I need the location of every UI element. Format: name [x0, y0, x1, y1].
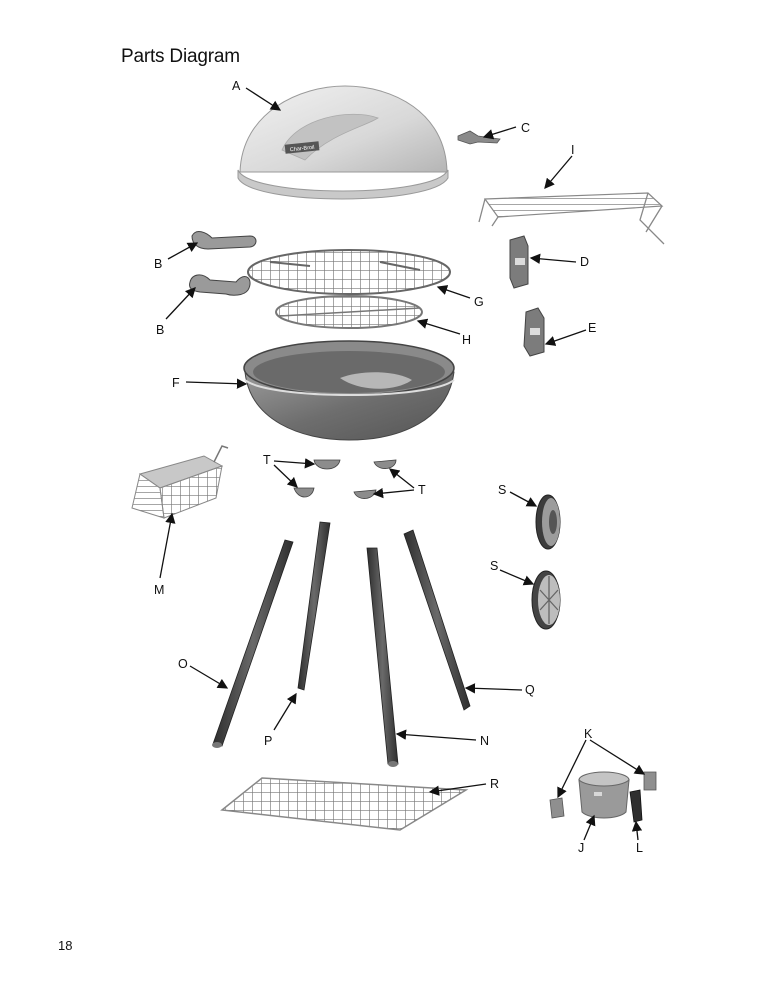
callout-s-upper: S — [498, 483, 506, 497]
callout-n: N — [480, 734, 489, 748]
part-leg-n — [366, 547, 399, 767]
part-brackets-k — [549, 771, 657, 819]
part-lid: Char-Broil — [237, 85, 449, 200]
callout-r: R — [490, 777, 499, 791]
callout-l: L — [636, 841, 643, 855]
callout-t-left: T — [263, 453, 271, 467]
callout-s-lower: S — [490, 559, 498, 573]
part-ash-basket — [131, 445, 229, 519]
callout-o: O — [178, 657, 188, 671]
part-charcoal-grate — [275, 295, 423, 329]
callout-c: C — [521, 121, 530, 135]
callout-j: J — [578, 841, 584, 855]
part-bowl — [243, 340, 455, 441]
callout-e: E — [588, 321, 596, 335]
callout-i: I — [571, 143, 574, 157]
part-bracket-e — [523, 307, 545, 357]
callout-g: G — [474, 295, 484, 309]
callout-a: A — [232, 79, 241, 93]
part-wheel-lower — [531, 570, 561, 630]
page-title: Parts Diagram — [121, 46, 240, 67]
callout-m: M — [154, 583, 164, 597]
part-cooking-grate — [247, 249, 451, 295]
part-leg-o — [212, 539, 294, 748]
callout-labels: A C I B B D E G H F T T S S M O P Q N R … — [154, 79, 643, 855]
callout-k: K — [584, 727, 593, 741]
callout-q: Q — [525, 683, 535, 697]
part-bottom-rack — [220, 777, 469, 831]
part-handle-upper — [191, 231, 257, 250]
part-warming-rack — [478, 192, 665, 245]
part-ash-cup — [578, 771, 630, 819]
callout-h: H — [462, 333, 471, 347]
callout-b-upper: B — [154, 257, 162, 271]
callout-d: D — [580, 255, 589, 269]
part-wheel-upper — [535, 494, 561, 550]
part-lid-vent — [457, 130, 501, 145]
page-number: 18 — [58, 938, 73, 953]
callout-b-lower: B — [156, 323, 164, 337]
callout-f: F — [172, 376, 180, 390]
brand-plate: Char-Broil — [290, 145, 315, 154]
callout-t-right: T — [418, 483, 426, 497]
callout-arrows — [159, 87, 646, 841]
part-handle-lower — [189, 274, 251, 296]
callout-p: P — [264, 734, 272, 748]
part-leg-q — [403, 529, 471, 711]
part-bracket-d — [509, 235, 529, 289]
part-handle-l — [629, 789, 643, 823]
part-leg-p — [297, 521, 331, 691]
part-leg-caps — [293, 459, 397, 499]
